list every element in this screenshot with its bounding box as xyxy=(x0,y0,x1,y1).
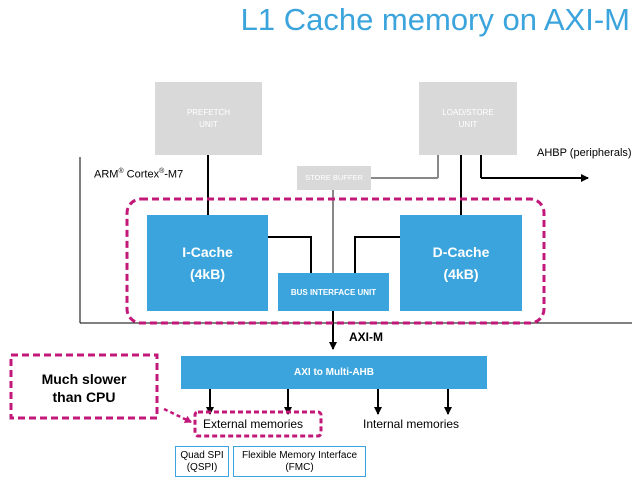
icache-label: I-Cache xyxy=(182,244,233,260)
prefetch-unit-label-1: PREFETCH xyxy=(186,107,231,117)
bus-interface-unit-block: BUS INTERFACE UNIT xyxy=(278,273,389,311)
qspi-label: Quad SPI xyxy=(180,449,224,461)
fmc-box: Flexible Memory Interface (FMC) xyxy=(233,446,366,477)
page-title: L1 Cache memory on AXI-M xyxy=(240,2,630,37)
qspi-box: Quad SPI (QSPI) xyxy=(175,446,229,477)
icache-size: (4kB) xyxy=(189,266,225,282)
axim-label: AXI-M xyxy=(349,330,383,344)
internal-memories-label: Internal memories xyxy=(363,417,460,431)
cortex-m7-label: ARM® Cortex®-M7 xyxy=(94,168,183,181)
prefetch-unit-label-2: UNIT xyxy=(199,119,218,129)
icache-block: I-Cache (4kB) xyxy=(147,215,268,311)
callout-pointer xyxy=(163,407,192,424)
cortex-reg-mark-2: ® xyxy=(159,168,165,175)
callout-text: Much slower than CPU xyxy=(13,370,155,406)
cortex-mid: Cortex xyxy=(123,168,160,181)
dcache-biu-link xyxy=(354,236,400,273)
bus-interface-unit-label: BUS INTERFACE UNIT xyxy=(290,287,377,297)
axi-to-multi-ahb-label: AXI to Multi-AHB xyxy=(294,367,374,378)
store-buffer-block: STORE BUFFER xyxy=(297,166,371,190)
cortex-prefix: ARM xyxy=(94,168,119,181)
qspi-abbr: (QSPI) xyxy=(186,461,218,473)
cortex-reg-mark-1: ® xyxy=(118,168,124,175)
store-buffer-label: STORE BUFFER xyxy=(305,173,363,182)
external-memories-label: External memories xyxy=(203,417,304,431)
fmc-abbr: (FMC) xyxy=(285,461,314,473)
prefetch-unit-block: PREFETCH UNIT xyxy=(155,82,262,155)
external-memories-outline xyxy=(193,410,323,438)
callout-outline xyxy=(9,353,159,420)
dcache-size: (4kB) xyxy=(443,266,479,282)
cortex-suffix: -M7 xyxy=(164,168,184,181)
callout-line-2: than CPU xyxy=(52,389,116,405)
dcache-block: D-Cache (4kB) xyxy=(400,215,522,311)
callout-line-1: Much slower xyxy=(41,371,127,387)
loadstore-unit-label-1: LOAD/STORE xyxy=(442,107,494,117)
loadstore-unit-label-2: UNIT xyxy=(458,119,478,129)
ahbp-label: AHBP (peripherals) xyxy=(537,147,632,159)
dcache-label: D-Cache xyxy=(432,244,490,260)
icache-biu-link xyxy=(268,236,312,273)
fmc-label: Flexible Memory Interface xyxy=(241,449,358,461)
axi-to-multi-ahb-block: AXI to Multi-AHB xyxy=(181,356,487,389)
loadstore-unit-block: LOAD/STORE UNIT xyxy=(419,82,517,155)
